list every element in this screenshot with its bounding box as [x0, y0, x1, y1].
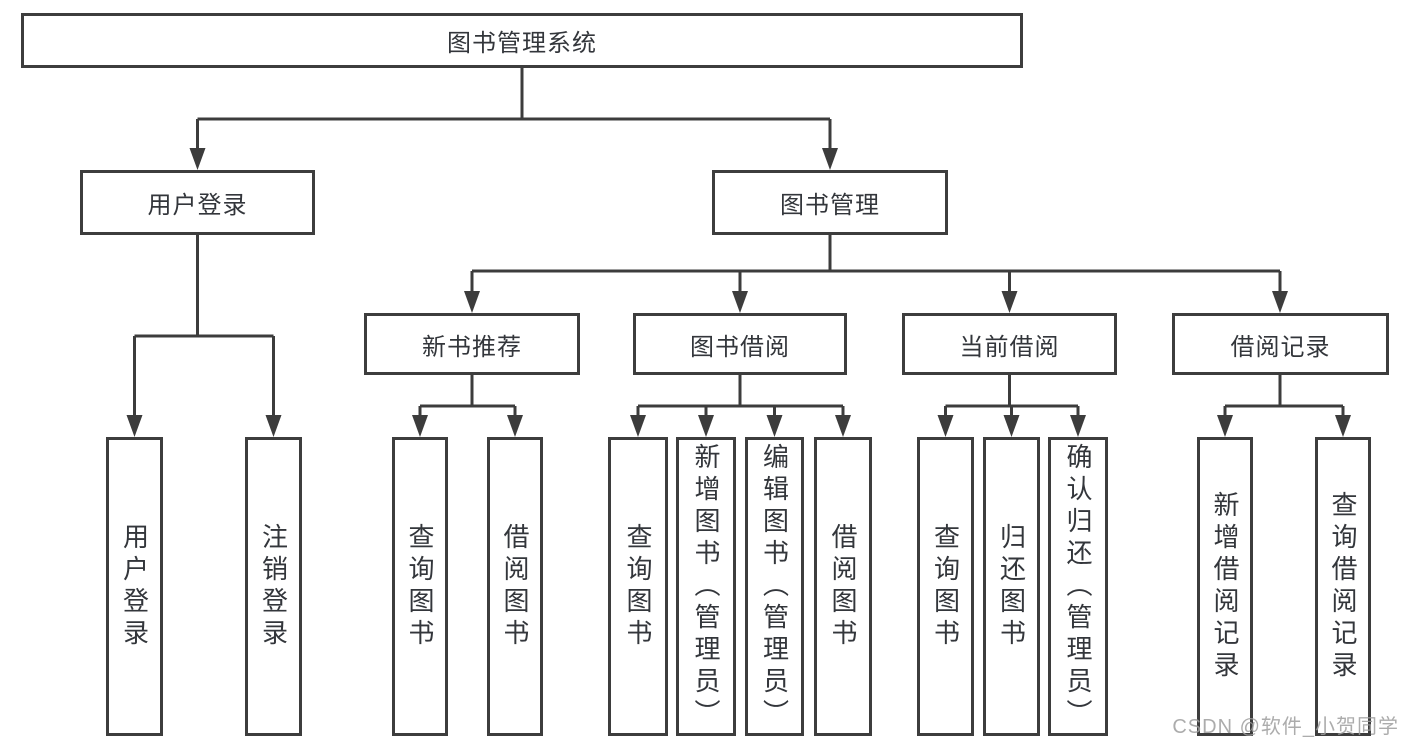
node-logout-action: 注销登录: [245, 437, 302, 736]
node-book-management: 图书管理: [712, 170, 948, 235]
node-book-borrowing: 图书借阅: [633, 313, 847, 375]
arrowheads: [126, 148, 1351, 437]
watermark: CSDN @软件_小贺同学: [1172, 716, 1399, 738]
node-query-borrow-record: 查询借阅记录: [1315, 437, 1371, 736]
node-rec-borrow-books: 借阅图书: [487, 437, 543, 736]
node-current-borrowing: 当前借阅: [902, 313, 1117, 375]
node-borrowing-records: 借阅记录: [1172, 313, 1389, 375]
node-return-books: 归还图书: [983, 437, 1040, 736]
node-confirm-return-admin: 确认归还（管理员）: [1048, 437, 1108, 736]
node-user-login: 用户登录: [80, 170, 315, 235]
node-user-login-action: 用户登录: [106, 437, 163, 736]
node-new-book-recommendation: 新书推荐: [364, 313, 580, 375]
node-library-management-system: 图书管理系统: [21, 13, 1023, 68]
node-borrow-query-books: 查询图书: [608, 437, 668, 736]
node-add-books-admin: 新增图书（管理员）: [676, 437, 736, 736]
node-add-borrow-record: 新增借阅记录: [1197, 437, 1253, 736]
node-edit-books-admin: 编辑图书（管理员）: [745, 437, 804, 736]
node-borrow-books: 借阅图书: [814, 437, 872, 736]
node-rec-query-books: 查询图书: [392, 437, 448, 736]
node-current-query-books: 查询图书: [917, 437, 974, 736]
